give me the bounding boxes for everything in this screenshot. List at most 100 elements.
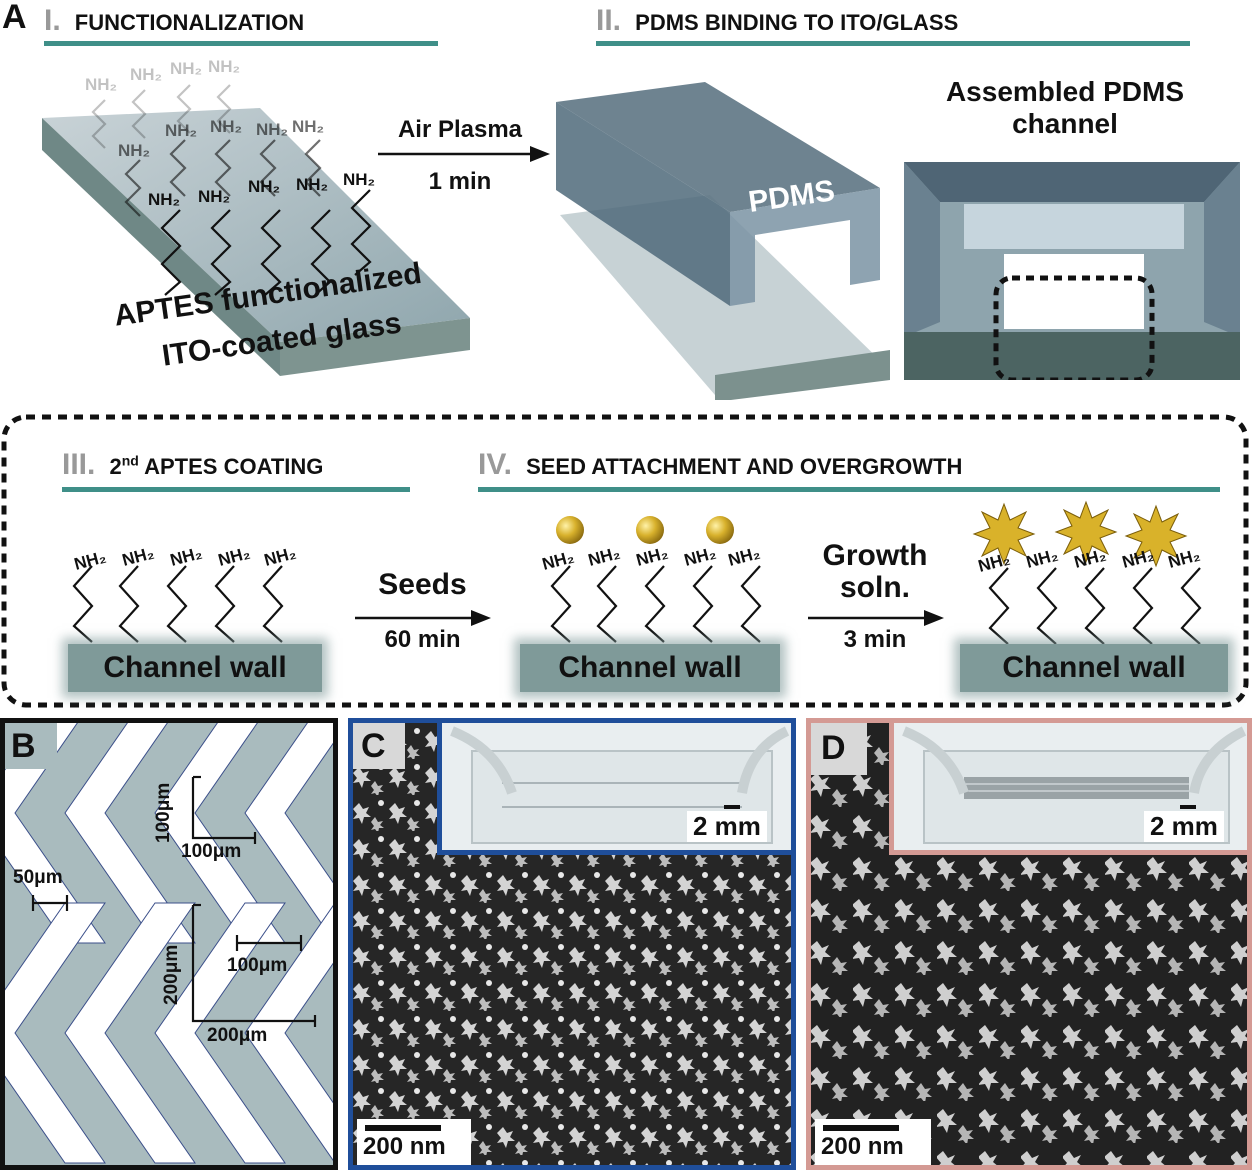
glass-base (904, 332, 1240, 380)
panel-d-frame: D 2 mm 200 nm (806, 718, 1252, 1170)
svg-text:NH₂: NH₂ (586, 543, 622, 570)
svg-text:NH₂: NH₂ (165, 121, 197, 140)
panel-b-frame: B 100μm 100μm 50μm 200μm 100μm 200μm (0, 718, 338, 1170)
channel-wall-1: Channel wall (68, 644, 322, 692)
panel-c-frame: C 2 mm 200 nm (348, 718, 796, 1170)
sem-scale-label-c: 200 nm (363, 1133, 446, 1160)
glass-side (42, 118, 280, 376)
arrow-1 (378, 146, 550, 162)
inset-scale-label-c: 2 mm (687, 811, 767, 842)
seed-attached-chains: NH₂ NH₂ NH₂ NH₂ NH₂ (540, 516, 762, 643)
chevron-pattern (5, 723, 333, 1164)
gold-nanostars (972, 500, 1188, 568)
arrow-3 (808, 610, 944, 626)
panel-letter-c: C (361, 727, 386, 765)
dim-label-1: 100μm (153, 782, 174, 843)
gold-seed (706, 516, 734, 544)
step-1-underline (44, 41, 438, 46)
svg-text:NH₂: NH₂ (256, 120, 288, 139)
svg-text:NH₂: NH₂ (292, 117, 324, 136)
channel-roof (904, 162, 1240, 202)
channel-left-wall (904, 162, 940, 337)
svg-text:NH₂: NH₂ (248, 177, 280, 196)
channel-wall-2-label: Channel wall (558, 651, 742, 684)
svg-text:NH₂: NH₂ (168, 543, 204, 570)
svg-text:NH₂: NH₂ (148, 190, 180, 209)
pdms-binding-illustration: PDMS (556, 82, 890, 400)
svg-text:NH₂: NH₂ (262, 543, 298, 570)
channel-wall-1-label: Channel wall (103, 651, 287, 684)
svg-text:NH₂: NH₂ (85, 75, 117, 94)
panel-c-letter-bg (353, 723, 405, 769)
panel-letter-a: A (2, 0, 27, 36)
inset-scale-bar-d (1180, 805, 1196, 809)
gold-seed (636, 516, 664, 544)
sem-scale-box-c: 200 nm (357, 1119, 471, 1165)
panel-c-channel-photo (450, 726, 790, 844)
aptes-chains-wall-1: NH₂ NH₂ NH₂ NH₂ NH₂ (72, 543, 298, 643)
sem-scale-bar-c (365, 1125, 441, 1131)
pdms-front (730, 188, 880, 306)
step-2-heading: II. PDMS BINDING TO ITO/GLASS (596, 4, 958, 38)
svg-text:NH₂: NH₂ (540, 547, 576, 574)
step-2-number: II. (596, 4, 622, 37)
step-3-title-post: APTES COATING (138, 454, 324, 479)
dim-label-2: 100μm (181, 841, 242, 862)
channel-wall-3: Channel wall (960, 644, 1228, 692)
glass-edge (280, 318, 470, 376)
arrow-2 (355, 610, 491, 626)
svg-text:NH₂: NH₂ (216, 543, 252, 570)
zoom-region-outline (993, 275, 1155, 380)
step-1-heading: I. FUNCTIONALIZATION (44, 4, 304, 38)
svg-text:NH₂: NH₂ (198, 187, 230, 206)
svg-text:NH₂: NH₂ (682, 543, 718, 570)
gold-seed (556, 516, 584, 544)
step-4-title: SEED ATTACHMENT AND OVERGROWTH (526, 454, 963, 479)
dim-label-6: 200μm (207, 1025, 268, 1046)
panel-c-inset: 2 mm (437, 723, 791, 855)
step-3-underline (62, 487, 410, 492)
dimension-markers (31, 775, 317, 1027)
glass-slide-edge (715, 350, 890, 400)
channel-wall-3-label: Channel wall (1002, 651, 1186, 684)
assembled-title-line-1: Assembled PDMS (945, 76, 1185, 107)
svg-text:NH₂: NH₂ (634, 543, 670, 570)
step-3-heading: III. 2nd APTES COATING (62, 448, 323, 482)
channel-right-wall (1204, 162, 1240, 337)
svg-text:NH₂: NH₂ (130, 65, 162, 84)
pdms-top (556, 82, 880, 212)
svg-text:NH₂: NH₂ (208, 57, 240, 76)
svg-text:NH₂: NH₂ (170, 59, 202, 78)
step-1-title: FUNCTIONALIZATION (74, 10, 305, 35)
arrow-3-bottom-label: 3 min (843, 626, 907, 653)
step-3-number: III. (62, 448, 96, 481)
sem-scale-bar-d (823, 1125, 899, 1131)
svg-text:NH₂: NH₂ (120, 543, 156, 570)
arrow-3-top-label: Growth soln. (800, 540, 950, 604)
dim-label-4: 200μm (161, 944, 182, 1005)
step-4-heading: IV. SEED ATTACHMENT AND OVERGROWTH (478, 448, 962, 482)
step-4-underline (478, 487, 1220, 492)
panel-d-inset: 2 mm (889, 723, 1247, 855)
glass-top-face (42, 108, 470, 342)
assembled-title: Assembled PDMS channel (900, 76, 1230, 140)
sem-scale-label-d: 200 nm (821, 1133, 904, 1160)
panel-d-letter-bg (811, 723, 867, 775)
channel-lumen (1004, 254, 1144, 329)
step-1-number: I. (44, 4, 61, 37)
panel-letter-b: B (11, 727, 36, 765)
svg-text:NH₂: NH₂ (118, 141, 150, 160)
svg-text:NH₂: NH₂ (72, 547, 108, 574)
sem-scale-box-d: 200 nm (815, 1119, 931, 1165)
panel-letter-d: D (821, 729, 846, 767)
arrow-1-top-label: Air Plasma (397, 116, 523, 143)
channel-inner-ceiling (964, 204, 1184, 249)
dim-label-5: 100μm (227, 955, 288, 976)
arrow-2-bottom-label: 60 min (384, 626, 461, 653)
svg-text:NH₂: NH₂ (726, 543, 762, 570)
svg-text:NH₂: NH₂ (296, 175, 328, 194)
aptes-chains (91, 84, 372, 296)
svg-text:NH₂: NH₂ (343, 170, 375, 189)
